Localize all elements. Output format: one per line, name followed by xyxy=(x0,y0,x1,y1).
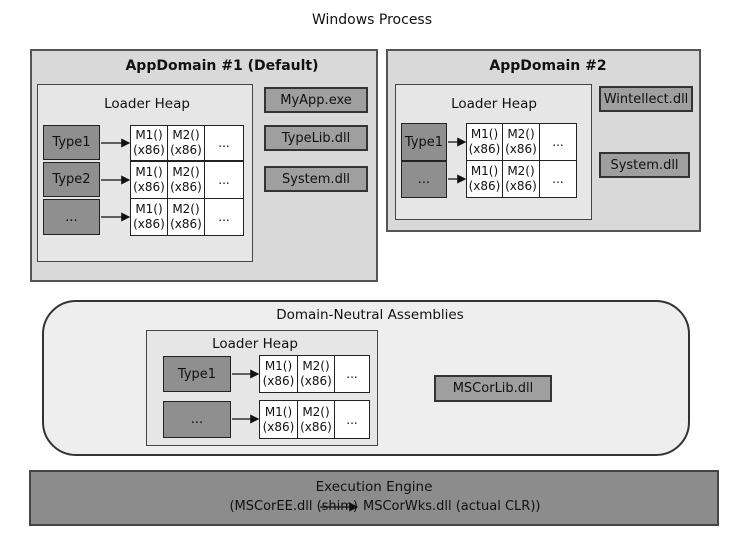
appdomain-2-heap-label: Loader Heap xyxy=(451,96,537,112)
appdomain-1-type-1: Type1 xyxy=(43,125,100,160)
method-arch: (x86) xyxy=(300,419,332,434)
method-name: M1() xyxy=(135,165,163,179)
method-slot-more: ... xyxy=(204,161,244,199)
method-name: M2() xyxy=(507,164,535,178)
method-arch: (x86) xyxy=(505,142,537,156)
method-arch: (x86) xyxy=(133,180,165,194)
method-name: M2() xyxy=(507,127,535,141)
method-slot-more: ... xyxy=(204,125,244,161)
method-arch: (x86) xyxy=(505,179,537,193)
method-arch: (x86) xyxy=(468,179,501,193)
execution-engine-header: Execution Engine xyxy=(315,479,433,495)
method-name: M2() xyxy=(172,165,200,179)
execution-engine-shim: (MSCorEE.dll (shim) xyxy=(229,499,358,514)
method-name: M1() xyxy=(264,404,293,419)
assembly-mscorlib-dll: MSCorLib.dll xyxy=(434,375,552,402)
method-slot-m2: M2() (x86) xyxy=(167,125,205,161)
assembly-wintellect-dll: Wintellect.dll xyxy=(599,86,693,112)
assembly-myapp-exe: MyApp.exe xyxy=(264,87,368,113)
method-slot-m2: M2() (x86) xyxy=(297,400,335,439)
appdomain-2-header: AppDomain #2 xyxy=(489,58,607,74)
domain-neutral-type-1: Type1 xyxy=(163,356,231,392)
method-name: M2() xyxy=(172,202,200,216)
method-arch: (x86) xyxy=(170,180,202,194)
appdomain-1-header: AppDomain #1 (Default) xyxy=(125,58,319,74)
method-slot-more: ... xyxy=(334,400,370,439)
method-slot-m2: M2() (x86) xyxy=(167,198,205,236)
assembly-system-dll-2: System.dll xyxy=(599,152,690,178)
method-slot-m1: M1() (x86) xyxy=(259,355,298,393)
method-slot-m1: M1() (x86) xyxy=(259,400,298,439)
assembly-system-dll: System.dll xyxy=(264,166,368,192)
method-slot-m2: M2() (x86) xyxy=(502,160,540,198)
appdomain-1-type-more: ... xyxy=(43,199,100,235)
method-name: M2() xyxy=(302,404,330,419)
method-arch: (x86) xyxy=(133,217,165,231)
method-slot-more: ... xyxy=(334,355,370,393)
method-slot-m1: M1() (x86) xyxy=(130,161,168,199)
method-name: M1() xyxy=(135,128,163,142)
method-slot-m1: M1() (x86) xyxy=(130,125,168,161)
method-slot-m2: M2() (x86) xyxy=(167,161,205,199)
method-slot-more: ... xyxy=(539,160,577,198)
page-title: Windows Process xyxy=(311,12,433,28)
method-name: M1() xyxy=(470,164,499,178)
appdomain-2-type-1: Type1 xyxy=(401,123,447,161)
method-name: M1() xyxy=(135,202,163,216)
assembly-typelib-dll: TypeLib.dll xyxy=(264,125,368,151)
execution-engine-panel xyxy=(29,470,719,526)
method-slot-m2: M2() (x86) xyxy=(502,123,540,161)
method-arch: (x86) xyxy=(468,142,501,156)
appdomain-1-heap-label: Loader Heap xyxy=(104,96,190,112)
domain-neutral-header: Domain-Neutral Assemblies xyxy=(276,307,464,323)
method-arch: (x86) xyxy=(262,374,295,388)
method-slot-more: ... xyxy=(539,123,577,161)
method-name: M1() xyxy=(264,359,293,373)
method-slot-m2: M2() (x86) xyxy=(297,355,335,393)
method-arch: (x86) xyxy=(133,143,165,157)
domain-neutral-type-more: ... xyxy=(163,401,231,438)
method-name: M1() xyxy=(470,127,499,141)
method-name: M2() xyxy=(302,359,330,373)
method-arch: (x86) xyxy=(170,217,202,231)
execution-engine-clr: MSCorWks.dll (actual CLR)) xyxy=(363,499,541,514)
method-slot-m1: M1() (x86) xyxy=(466,160,503,198)
method-slot-m1: M1() (x86) xyxy=(466,123,503,161)
method-name: M2() xyxy=(172,128,200,142)
domain-neutral-heap-label: Loader Heap xyxy=(212,336,298,352)
method-arch: (x86) xyxy=(262,419,295,434)
method-slot-m1: M1() (x86) xyxy=(130,198,168,236)
method-arch: (x86) xyxy=(170,143,202,157)
method-arch: (x86) xyxy=(300,374,332,388)
appdomain-1-type-2: Type2 xyxy=(43,162,100,197)
appdomain-2-type-more: ... xyxy=(401,161,447,198)
method-slot-more: ... xyxy=(204,198,244,236)
